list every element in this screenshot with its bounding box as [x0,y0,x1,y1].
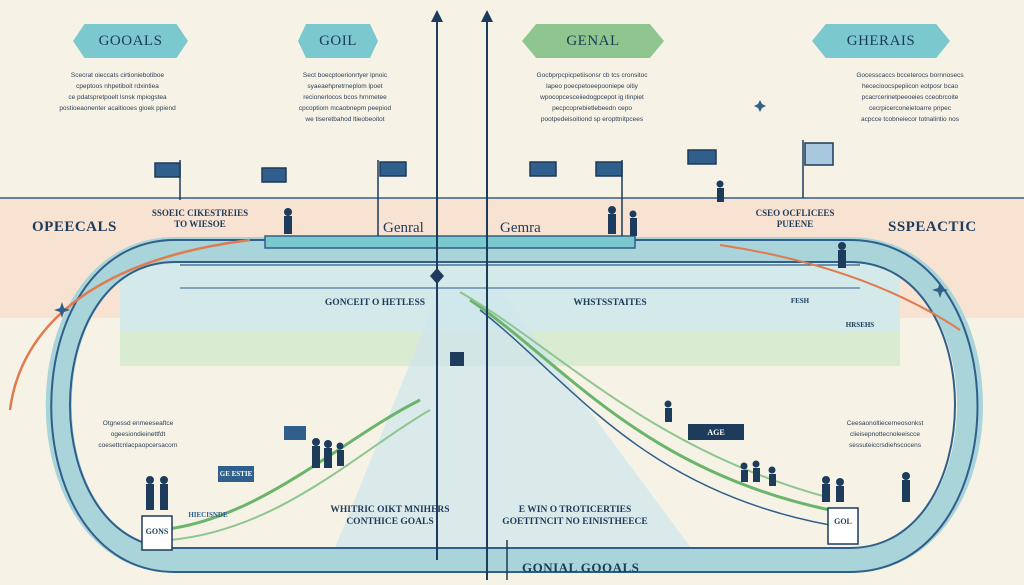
small-square [450,352,464,366]
flag-2 [261,167,287,183]
sign-right-track: FESH [790,297,810,305]
sign-right-post: GOL [834,517,852,526]
flag-1 [154,160,181,200]
paragraph-3: Gocbprpcpicpetiisonsr cb tcs cronsitoc l… [536,72,648,123]
goals-banner-4: GHERAIS [812,24,950,58]
person-figures [146,180,910,510]
ramp-left [159,398,421,532]
track-outer [45,237,983,573]
flag-sign-mid [284,426,306,440]
post-right [827,507,859,545]
bottom-title: GONIAL GOOALS [522,560,640,575]
flag-7 [802,140,834,198]
bridge-label-left: Genral [383,220,424,236]
arrow-head-right [481,10,493,22]
post-left [141,515,173,551]
orange-arc-left [8,238,251,411]
sign-right-age: AGE [707,428,725,437]
sign-left-banner: HIECISNDE [188,511,228,519]
flag-sign-left [218,466,254,482]
sign-left-post: GONS [145,527,169,536]
lower-paragraph-left: Otgnessd enmeeseaftce ogeesiondieinettfd… [98,420,178,449]
center-label-lower-left: WHITRIC OIKT MNIHERS CONTHICE GOALS [330,505,450,527]
center-label-lower-right: E WIN O TROTICERTIES GOETITNCIT NO EINIS… [502,505,648,527]
flag-6 [687,149,717,165]
track-line-1 [50,239,979,573]
sign-right-track-2: HRSEHS [845,321,875,329]
paragraph-2: Sect boecptoerionrtyer ipnoic syaeaehpre… [298,72,392,123]
sparkle-stars [54,100,948,318]
ramp-left-2 [169,409,431,541]
sign-right [688,424,744,440]
ramp-right-3 [459,291,831,499]
orange-arc-right [719,244,961,331]
goals-banner-1: GOOALS [73,24,188,58]
track-line-2 [69,261,956,549]
center-label-upper-left: GONCEIT O HETLESS [324,298,426,308]
sign-left-flag: GE ESTIE [219,470,253,478]
ramp-right-2 [479,309,831,526]
small-label-left: SSOEIC CIKESTREIES TO WIESOE [151,208,249,229]
side-title-right: SSPEACTIC [888,219,977,235]
flag-4 [529,161,557,177]
bridge [264,235,636,249]
lower-paragraph-right: Ceesaonoltiecerneosonkst clieisepnottecn… [846,420,924,449]
arrow-head-left [431,10,443,22]
goals-banner-2: GOIL [298,24,378,58]
small-label-right: CSEO OCFLICEES PUEENE [755,208,835,229]
paragraph-4: Gocesscaccs bcceterocs bornnosecs hececi… [856,72,964,123]
bridge-label-right: Gemra [500,220,541,236]
center-funnel [330,290,700,560]
diamond-marker [430,268,444,284]
paragraph-1: Scecrat oieccats cirtioniebotiboe cpepto… [59,72,176,112]
flag-5 [595,160,623,236]
center-label-upper-right: WHSTSSTAITES [573,298,647,308]
goals-banner-3: GENAL [522,24,664,58]
side-title-left: OPEECALS [32,219,117,235]
flag-3 [377,160,407,236]
ramp-right [469,298,831,512]
